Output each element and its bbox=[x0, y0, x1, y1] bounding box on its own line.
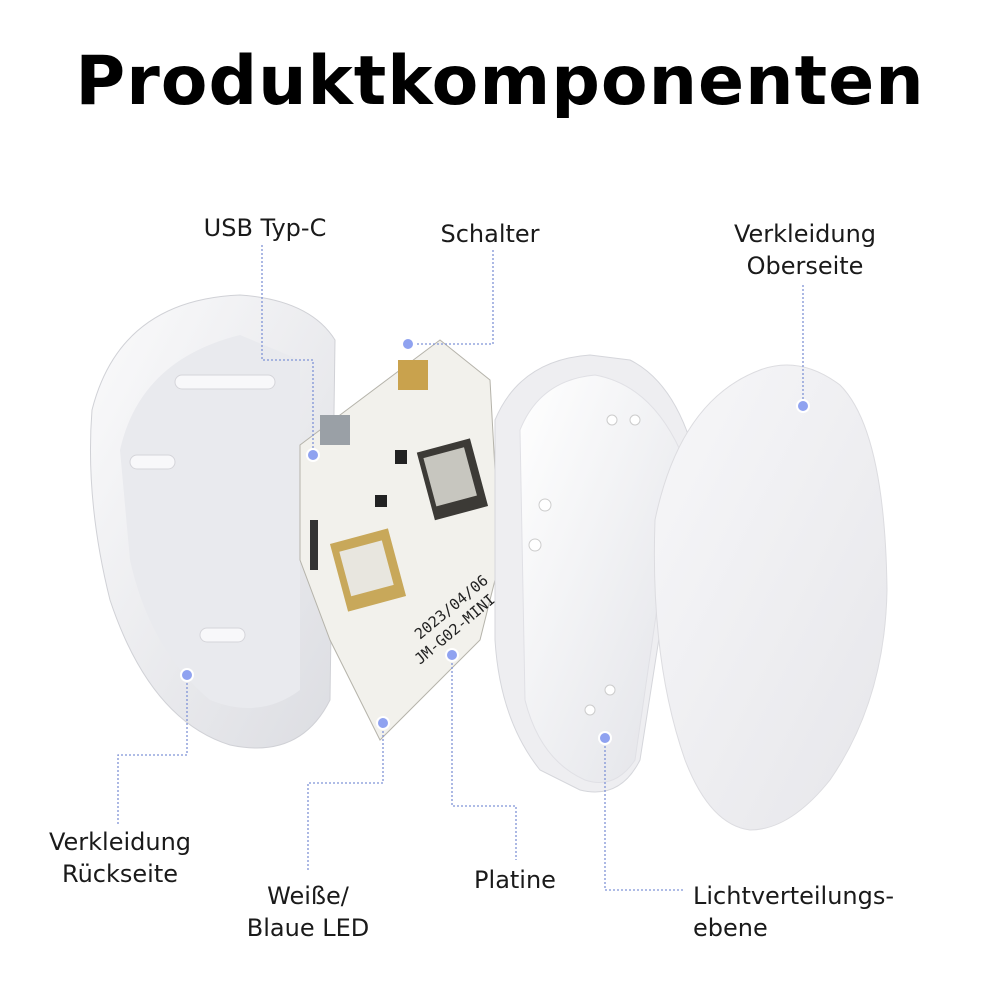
label-top-cover: Verkleidung Oberseite bbox=[715, 218, 895, 282]
label-switch: Schalter bbox=[440, 220, 540, 248]
leader-back-cover bbox=[117, 675, 188, 825]
marker-light-guide bbox=[598, 731, 612, 745]
label-back-cover: Verkleidung Rückseite bbox=[30, 826, 210, 890]
leader-switch bbox=[408, 250, 494, 345]
label-top-cover-line1: Verkleidung bbox=[733, 220, 877, 248]
label-light-guide-line1: Lichtverteilungs- bbox=[693, 882, 895, 910]
label-pcb: Platine bbox=[474, 866, 556, 894]
marker-switch bbox=[401, 337, 415, 351]
marker-pcb bbox=[445, 648, 459, 662]
label-led-line1: Weiße/ bbox=[267, 882, 349, 910]
leader-lines bbox=[117, 245, 810, 891]
leader-led bbox=[307, 723, 384, 870]
light-guide-part bbox=[494, 354, 691, 793]
leader-pcb bbox=[451, 655, 517, 860]
label-light-guide-line2: ebene bbox=[693, 914, 768, 942]
marker-led bbox=[376, 716, 390, 730]
leader-usb bbox=[261, 245, 314, 455]
page-title: Produktkomponenten bbox=[75, 42, 925, 121]
label-back-cover-line2: Rückseite bbox=[61, 860, 178, 888]
leader-light-guide bbox=[604, 738, 685, 891]
marker-back-cover bbox=[180, 668, 194, 682]
top-cover-part bbox=[653, 364, 888, 831]
marker-usb bbox=[306, 448, 320, 462]
label-back-cover-line1: Verkleidung bbox=[48, 828, 192, 856]
label-light-guide: Lichtverteilungs- ebene bbox=[693, 880, 933, 944]
label-top-cover-line2: Oberseite bbox=[746, 252, 864, 280]
label-led-line2: Blaue LED bbox=[246, 914, 370, 942]
back-cover-part bbox=[89, 294, 336, 749]
label-usb: USB Typ-C bbox=[203, 214, 327, 242]
marker-top-cover bbox=[796, 399, 810, 413]
label-led: Weiße/ Blaue LED bbox=[228, 880, 388, 944]
